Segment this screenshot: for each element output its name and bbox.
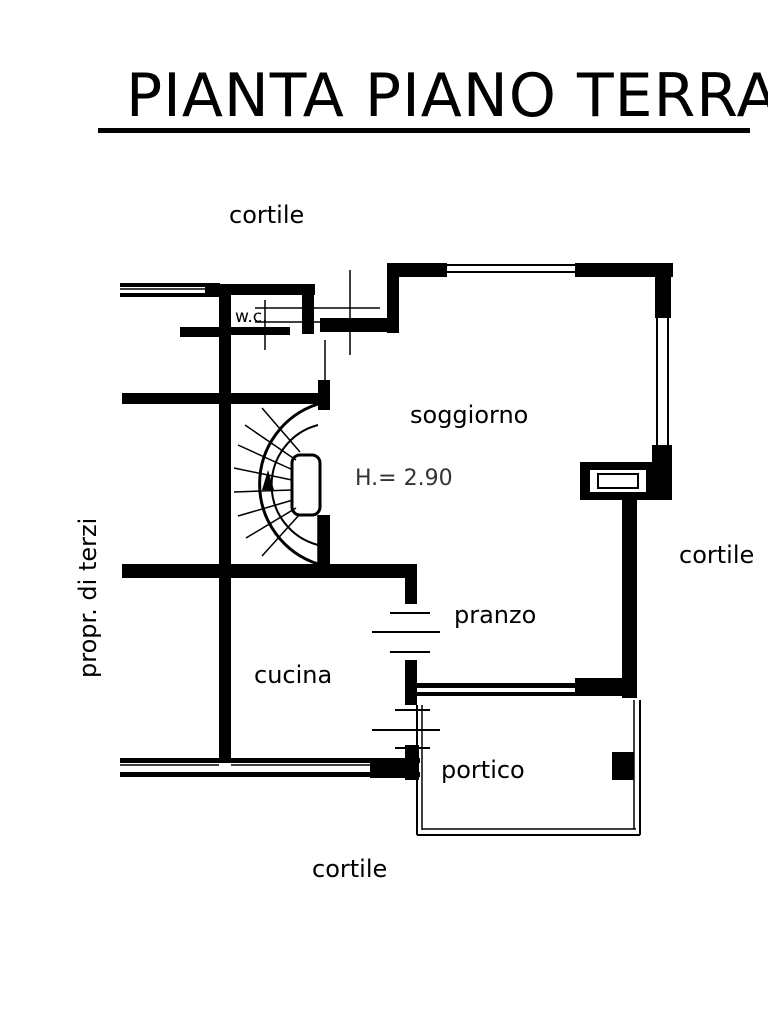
pillar-inner xyxy=(597,473,639,489)
wall-dining-bottom-2 xyxy=(407,692,637,696)
wall-bottom-outer xyxy=(120,758,420,763)
plan-title: PIANTA PIANO TERRA xyxy=(98,58,768,136)
tread xyxy=(233,467,293,481)
wall-stair-top xyxy=(122,393,327,404)
label-propr-di-terzi: propr. di terzi xyxy=(74,518,102,678)
wall-right-lower xyxy=(652,445,672,500)
wall-central-vertical xyxy=(219,284,231,760)
tread xyxy=(261,407,301,453)
plan-title-text: PIANTA PIANO TERRA xyxy=(126,61,768,131)
label-cortile-bottom: cortile xyxy=(312,855,387,883)
tread xyxy=(244,424,297,461)
label-pranzo: pranzo xyxy=(454,601,536,629)
wall-wc-top xyxy=(205,284,315,295)
stair-treads xyxy=(233,407,319,564)
pillar-hole xyxy=(590,470,646,492)
label-wc: w.c. xyxy=(235,307,268,327)
wall-stair-post xyxy=(318,380,330,410)
wall-living-top-right xyxy=(575,263,673,277)
wall-middle-horizontal xyxy=(122,564,417,578)
label-soggiorno: soggiorno xyxy=(410,401,528,429)
wall-wc-stub xyxy=(180,327,225,337)
walls xyxy=(120,263,673,780)
wall-dining-bottom-thick xyxy=(575,678,637,694)
wall-dining-right xyxy=(622,500,637,698)
wall-stair-right xyxy=(318,515,330,575)
wall-living-top-left xyxy=(387,263,447,277)
title-underline xyxy=(98,128,750,133)
wall-top-left-inner xyxy=(120,293,220,297)
wall-top-left-outer xyxy=(120,283,220,287)
tread xyxy=(261,513,301,557)
wall-wc-right xyxy=(302,284,314,334)
portico-column xyxy=(612,752,634,780)
wall-dining-bottom-1 xyxy=(407,683,637,688)
label-cortile-top: cortile xyxy=(229,201,304,229)
label-portico: portico xyxy=(441,756,525,784)
wall-kitchen-right-upper xyxy=(405,564,417,604)
label-height: H.= 2.90 xyxy=(355,466,453,491)
spiral-staircase xyxy=(233,402,322,566)
label-cucina: cucina xyxy=(254,661,332,689)
tread xyxy=(245,507,297,539)
wall-right-upper xyxy=(655,263,671,318)
wall-bottom-thick xyxy=(370,758,418,778)
thin-lines xyxy=(120,264,669,836)
stair-core xyxy=(290,453,322,517)
tread xyxy=(233,489,293,493)
stair-arrow-icon xyxy=(262,470,274,490)
wall-openings xyxy=(447,265,646,492)
label-cortile-right: cortile xyxy=(679,541,754,569)
wall-living-left xyxy=(387,263,399,333)
wall-kitchen-right-lower xyxy=(405,660,417,705)
stair-mid-arc xyxy=(270,424,319,546)
stair-outer-arc xyxy=(258,402,319,566)
window-top-gap xyxy=(447,265,575,275)
tread xyxy=(237,444,294,471)
wall-living-step xyxy=(320,318,398,332)
tread xyxy=(237,499,294,517)
wall-wc-bottom xyxy=(220,327,290,335)
wall-bottom-inner xyxy=(120,772,420,777)
